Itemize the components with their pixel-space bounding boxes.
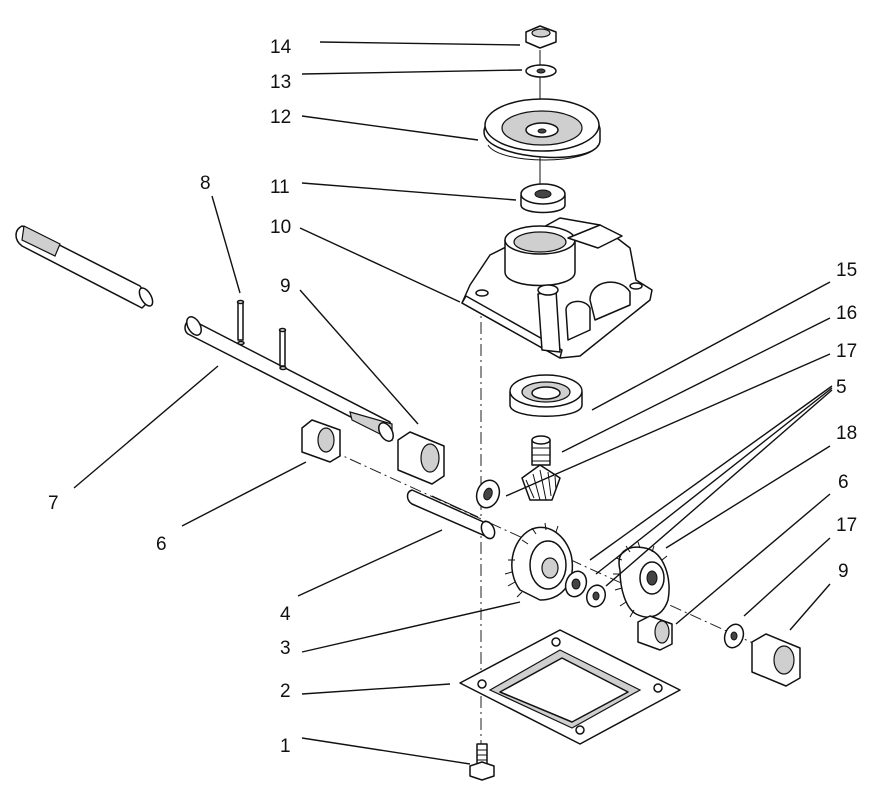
part-nut-14 <box>525 25 557 49</box>
part-axle-7-upper <box>15 225 154 309</box>
part-bushing-9-right <box>751 633 801 687</box>
callout-9-lower: 9 <box>838 561 849 582</box>
part-bushing-6-left <box>301 419 341 463</box>
callout-3: 3 <box>280 638 291 659</box>
part-axle-7-main <box>184 316 394 442</box>
callout-1: 1 <box>280 736 291 757</box>
part-bearing-15 <box>509 374 583 417</box>
callout-6-right: 6 <box>838 472 849 493</box>
callout-13: 13 <box>270 72 291 93</box>
part-bushing-9-left <box>397 431 445 485</box>
part-gear-3 <box>504 522 574 601</box>
callout-18: 18 <box>836 423 857 444</box>
callout-7: 7 <box>48 493 59 514</box>
callout-10: 10 <box>270 217 291 238</box>
part-housing-10 <box>461 217 653 359</box>
callout-14: 14 <box>270 37 292 58</box>
part-shaft-4 <box>406 489 496 540</box>
part-pinion-16 <box>521 435 561 501</box>
callout-6-left: 6 <box>156 534 167 555</box>
callout-16: 16 <box>836 303 857 324</box>
part-washer-17-lower <box>723 623 745 649</box>
part-pulley-12 <box>483 98 601 161</box>
callout-5: 5 <box>836 377 847 398</box>
part-washers-5 <box>564 570 607 608</box>
part-washer-17-upper <box>475 479 501 509</box>
part-spacer-11 <box>520 183 566 214</box>
callout-9-upper: 9 <box>280 276 291 297</box>
callout-11: 11 <box>270 177 290 198</box>
part-bushing-6-right <box>637 615 673 651</box>
callout-17-upper: 17 <box>836 341 857 362</box>
callout-15: 15 <box>836 260 857 281</box>
callout-17-lower: 17 <box>836 515 857 536</box>
part-pins-8 <box>236 299 287 371</box>
part-bolt-1 <box>469 743 495 781</box>
callout-2: 2 <box>280 681 291 702</box>
callout-12: 12 <box>270 107 291 128</box>
leader-lines <box>73 41 833 765</box>
part-washer-13 <box>525 64 557 78</box>
callout-4: 4 <box>280 604 291 625</box>
part-cover-2 <box>459 629 681 745</box>
callout-8: 8 <box>200 173 211 194</box>
